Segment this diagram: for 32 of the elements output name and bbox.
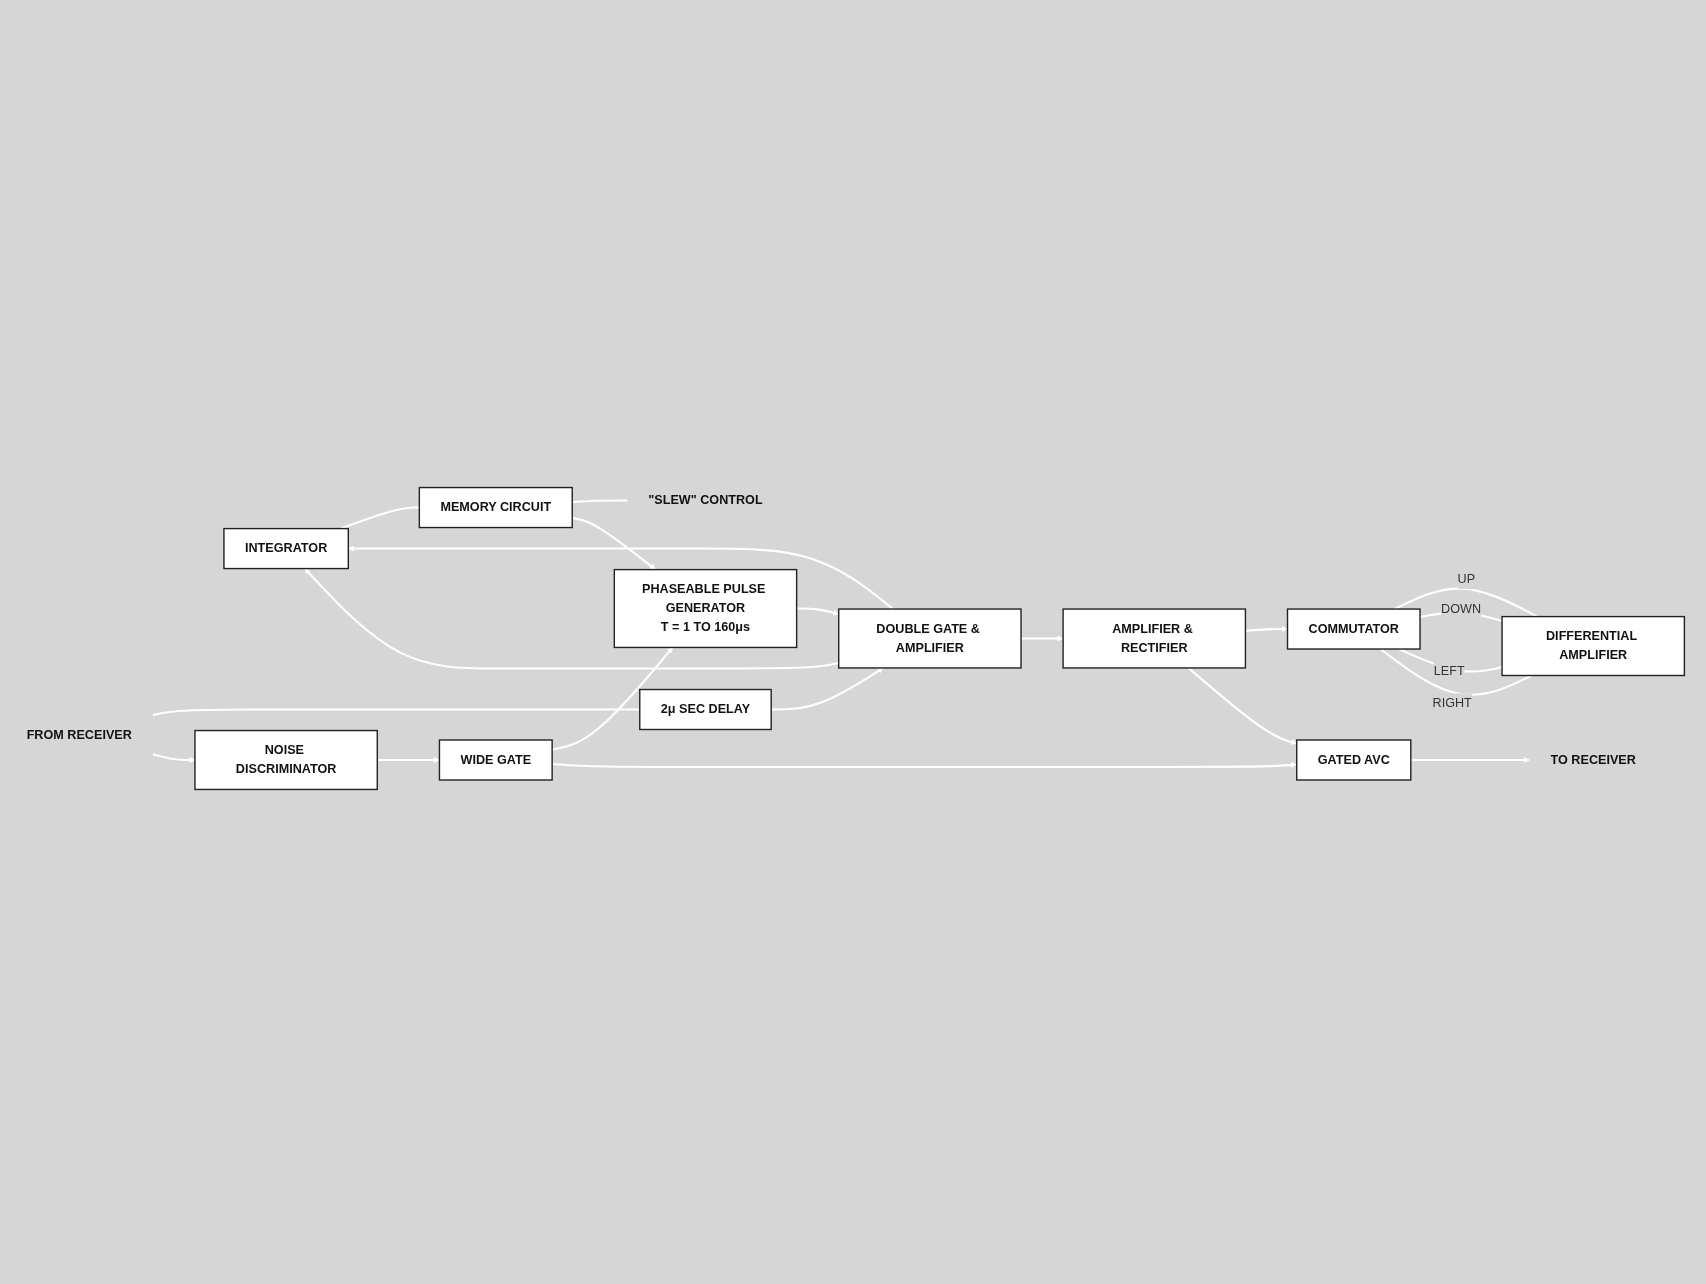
node-box: 2μ SEC DELAY xyxy=(639,688,772,731)
edge-label: RIGHT xyxy=(1432,695,1472,710)
node-text: FROM RECEIVER xyxy=(26,727,132,742)
arrow xyxy=(572,517,656,570)
node-box: GATED AVC xyxy=(1296,739,1412,781)
node-text: TO RECEIVER xyxy=(1550,752,1636,767)
node-box: DIFFERENTIAL AMPLIFIER xyxy=(1501,615,1686,677)
arrow xyxy=(552,761,1297,769)
arrow xyxy=(771,667,884,711)
node-box: AMPLIFIER & RECTIFIER xyxy=(1062,608,1247,669)
node-box: WIDE GATE xyxy=(438,739,553,781)
arrow xyxy=(1245,625,1288,633)
arrow xyxy=(1410,756,1530,764)
arrow xyxy=(377,756,440,764)
edge-label: LEFT xyxy=(1433,663,1465,678)
edge-label: DOWN xyxy=(1441,602,1482,617)
node-text: "SLEW" CONTROL xyxy=(648,493,763,508)
connector xyxy=(152,708,640,717)
node-box: MEMORY CIRCUIT xyxy=(418,486,573,529)
connector xyxy=(340,506,420,530)
arrow xyxy=(1021,635,1064,642)
node-box: INTEGRATOR xyxy=(223,527,349,570)
arrow xyxy=(796,607,839,616)
node-box: COMMUTATOR xyxy=(1286,608,1421,650)
node-box: NOISE DISCRIMINATOR xyxy=(194,729,378,791)
arrow xyxy=(348,545,894,610)
node-box: PHASEABLE PULSE GENERATOR T = 1 TO 160μs xyxy=(613,568,798,649)
edge-label: UP xyxy=(1457,572,1476,587)
arrow xyxy=(1187,667,1297,745)
connector xyxy=(1394,587,1538,618)
node-box: DOUBLE GATE & AMPLIFIER xyxy=(838,608,1022,669)
connector xyxy=(572,499,628,504)
